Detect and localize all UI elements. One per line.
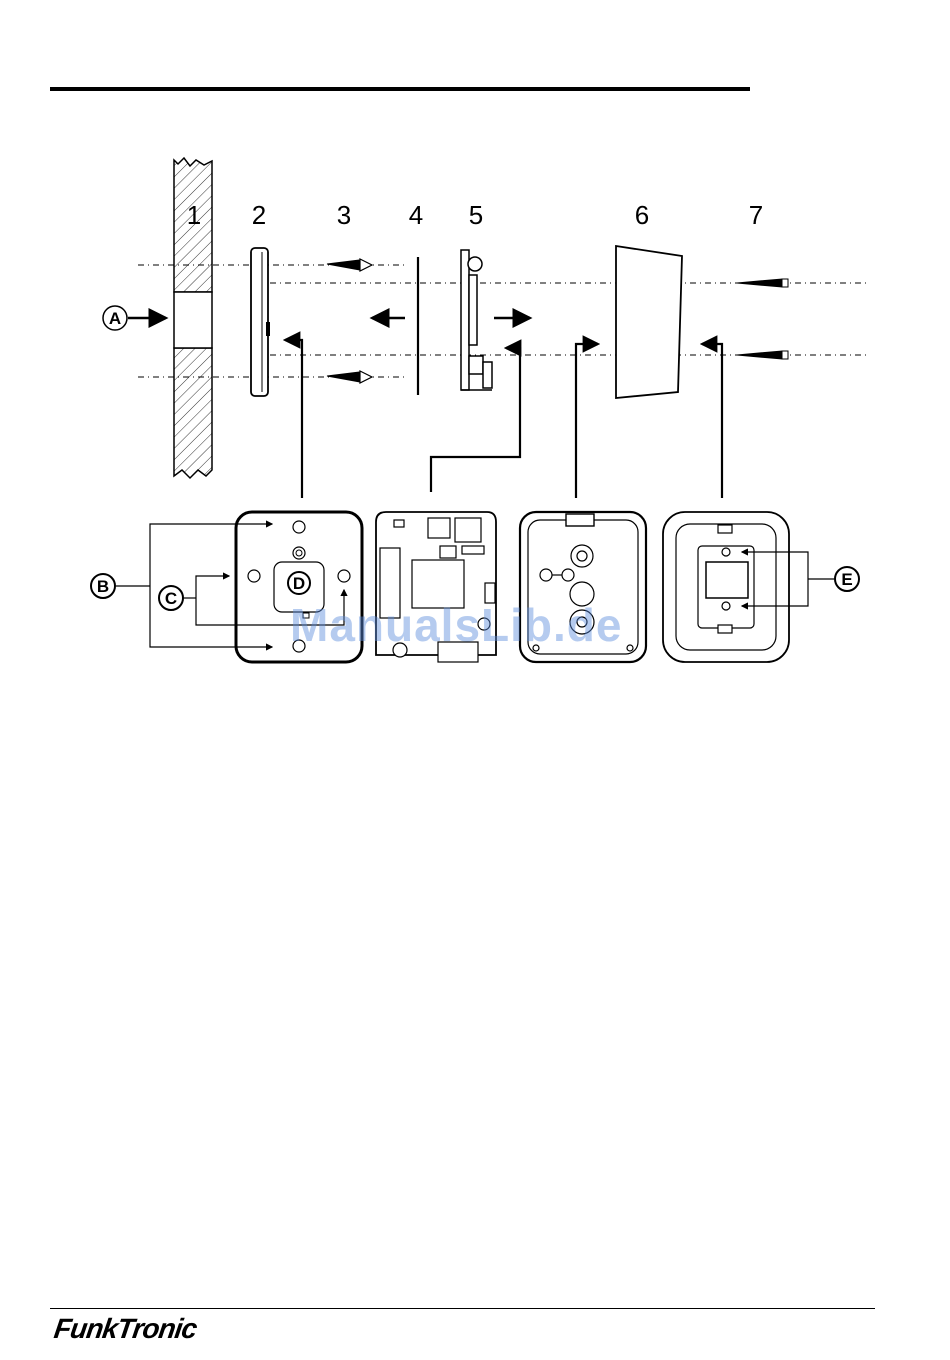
cover-screws	[737, 279, 788, 359]
cover-side	[616, 246, 682, 398]
circuit-board-side	[461, 250, 492, 390]
part-number-6: 6	[635, 200, 649, 230]
callout-a: A	[103, 306, 166, 330]
part-number-5: 5	[469, 200, 483, 230]
callout-a-label: A	[109, 309, 121, 328]
wall-section	[174, 158, 212, 478]
brand-logo: FunkTronic	[52, 1313, 198, 1345]
callout-e-label: E	[841, 570, 852, 589]
part-number-4: 4	[409, 200, 423, 230]
part-number-7: 7	[749, 200, 763, 230]
outer-cover-front	[663, 512, 789, 662]
callout-d: D	[288, 572, 310, 594]
callout-c-label: C	[165, 589, 177, 608]
part-number-3: 3	[337, 200, 351, 230]
wall-screws	[327, 259, 372, 383]
callout-b-label: B	[97, 577, 109, 596]
callout-d-label: D	[293, 574, 305, 593]
part-number-2: 2	[252, 200, 266, 230]
part-number-labels: 1 2 3 4 5 6 7	[187, 200, 763, 230]
bottom-rule	[50, 1308, 875, 1309]
mounting-plate-side	[251, 248, 270, 396]
watermark: ManualsLib.de	[290, 598, 622, 652]
